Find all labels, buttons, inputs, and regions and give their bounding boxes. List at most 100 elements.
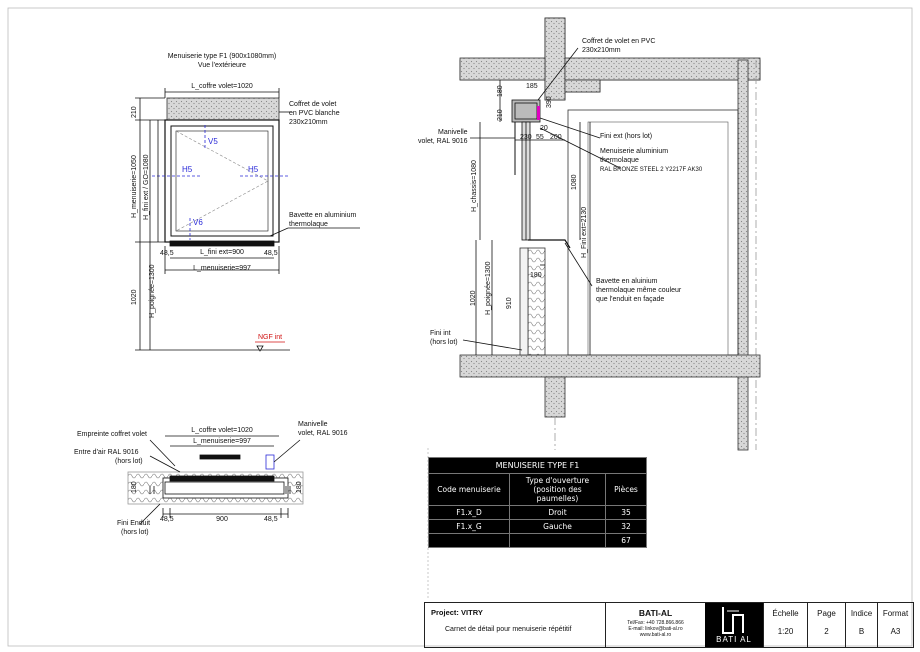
- logo-mark-icon: [722, 607, 744, 634]
- plan-view: [127, 435, 429, 600]
- dim-l-fini: L_fini ext=900: [200, 249, 244, 256]
- menuiserie-note-line2: thermolaque: [600, 157, 639, 164]
- table-cell-type: Gauche: [509, 519, 606, 534]
- echelle-cell: Échelle 1:20: [763, 603, 807, 647]
- dim-h-menuiserie: H_menuiserie=1050: [131, 155, 138, 218]
- table-row: F1.x_D Droit 35: [428, 505, 647, 520]
- drawing-description: Carnet de détail pour menuiserie répétit…: [445, 626, 572, 633]
- label-v5: V5: [208, 137, 218, 146]
- plan-dim-180-right: 180: [296, 481, 303, 493]
- dim-230: 230: [520, 134, 532, 141]
- dim-1080: 1080: [571, 174, 578, 190]
- plan-dim-menuiserie: L_menuiserie=997: [193, 438, 251, 445]
- section-bavette-line3: que l'enduit en façade: [596, 296, 665, 303]
- echelle-label: Échelle: [772, 609, 799, 618]
- section-coffret-line1: Coffret de volet en PVC: [582, 38, 656, 45]
- table-total-blank: [428, 533, 510, 548]
- manivelle-note-line1: Manivelle: [438, 129, 468, 136]
- company-web: www.bati-al.ro: [639, 632, 672, 638]
- dim-180: 180: [497, 85, 504, 97]
- dim-h-chassis: H_chassis=1080: [471, 160, 478, 212]
- table-total-blank: [509, 533, 606, 548]
- section-view: [459, 17, 761, 451]
- fini-enduit-line2: (hors lot): [121, 529, 149, 536]
- bavette-note-line1: Bavette en aluminium: [289, 212, 357, 219]
- fini-enduit-line1: Fini Enduit: [117, 520, 151, 527]
- dim-48-left: 48,5: [160, 250, 174, 257]
- dim-185: 185: [526, 83, 538, 90]
- menuiserie-table: MENUISERIE TYPE F1 Code menuiserie Type …: [428, 457, 647, 548]
- elevation-subtitle: Vue l'extérieure: [197, 62, 247, 69]
- format-cell: Format A3: [877, 603, 913, 647]
- entree-air-line1: Entre d'air RAL 9016: [74, 449, 139, 456]
- dim-48-right: 48,5: [264, 250, 278, 257]
- page-cell: Page 2: [807, 603, 845, 647]
- coffre-note-line2: en PVC blanche: [289, 110, 340, 117]
- table-title: MENUISERIE TYPE F1: [428, 457, 647, 474]
- fini-int-line2: (hors lot): [430, 339, 458, 346]
- table-header-pieces: Pièces: [605, 473, 647, 506]
- entree-air-line2: (hors lot): [115, 458, 143, 465]
- company-cell: BATI-AL Tel/Fax: +40 728.866.866 E-mail:…: [605, 603, 705, 647]
- company-telfax: Tel/Fax: +40 728.866.866: [627, 620, 684, 626]
- elevation-view: [135, 88, 360, 352]
- sheet-frame: [7, 7, 913, 647]
- title-block: Project: VITRY Carnet de détail pour men…: [424, 602, 914, 648]
- dim-910: 910: [506, 297, 513, 309]
- table-header-type: Type d'ouverture (position des paumelles…: [509, 473, 606, 506]
- table-header-code: Code menuiserie: [428, 473, 510, 506]
- table-cell-pieces: 32: [605, 519, 647, 534]
- page-label: Page: [817, 609, 836, 618]
- dim-l-menuiserie: L_menuiserie=997: [193, 265, 251, 272]
- project-name: VITRY: [461, 608, 483, 617]
- dim-coffre-volet: L_coffre volet=1020: [191, 83, 253, 90]
- dim-h-fini-ext: H_Fini ext=2130: [581, 206, 588, 258]
- table-cell-code: F1.x_D: [428, 505, 510, 520]
- indice-cell: Indice B: [845, 603, 877, 647]
- table-cell-code: F1.x_G: [428, 519, 510, 534]
- table-total: 67: [605, 533, 647, 548]
- plan-dim-coffre: L_coffre volet=1020: [191, 427, 253, 434]
- logo-text: BATI AL: [716, 635, 752, 644]
- dim-20: 20: [540, 125, 548, 132]
- dim-1020-section: 1020: [470, 290, 477, 306]
- project-line: Project: VITRY: [431, 608, 483, 617]
- dim-210-section: 210: [497, 109, 504, 121]
- label-v6: V6: [193, 218, 203, 227]
- page-value: 2: [824, 627, 829, 636]
- section-coffret-line2: 230x210mm: [582, 47, 621, 54]
- fini-ext-label: Fini ext (hors lot): [600, 133, 653, 140]
- plan-dim-180-left: 180: [131, 481, 138, 493]
- dim-55: 55: [536, 134, 544, 141]
- table-total-row: 67: [428, 533, 647, 548]
- plan-dim-48-right: 48,5: [264, 516, 278, 523]
- table-cell-pieces: 35: [605, 505, 647, 520]
- plan-manivelle-line2: volet, RAL 9016: [298, 430, 348, 437]
- project-label: Project:: [431, 608, 459, 617]
- company-email: E-mail: linkov@bati-al.ro: [628, 626, 683, 632]
- section-bavette-line1: Bavette en aluinium: [596, 278, 658, 285]
- coffre-note-line3: 230x210mm: [289, 119, 328, 126]
- bavette-note-line2: thermolaque: [289, 221, 328, 228]
- empreinte-label: Empreinte coffret volet: [77, 431, 147, 438]
- plan-dim-48-left: 48,5: [160, 516, 174, 523]
- manivelle-note-line2: volet, RAL 9016: [418, 138, 468, 145]
- menuiserie-note-line3: RAL BRONZE STEEL 2 Y2217F AK30: [600, 167, 703, 173]
- format-label: Format: [882, 609, 909, 618]
- format-value: A3: [890, 627, 901, 636]
- dim-200: 200: [550, 134, 562, 141]
- table-cell-type: Droit: [509, 505, 606, 520]
- indice-value: B: [858, 627, 865, 636]
- label-h5-right: H5: [248, 165, 259, 174]
- echelle-value: 1:20: [777, 627, 794, 636]
- company-logo: BATI AL: [705, 603, 763, 647]
- menuiserie-note-line1: Menuiserie aluminium: [600, 148, 669, 155]
- coffre-note-line1: Coffret de volet: [289, 101, 337, 108]
- elevation-title: Menuiserie type F1 (900x1080mm): [167, 53, 277, 60]
- dim-210: 210: [131, 106, 138, 118]
- table-row: F1.x_G Gauche 32: [428, 519, 647, 534]
- dim-h-fini: H_fini ext / GO=1080: [143, 154, 150, 220]
- dim-390: 390: [546, 96, 553, 108]
